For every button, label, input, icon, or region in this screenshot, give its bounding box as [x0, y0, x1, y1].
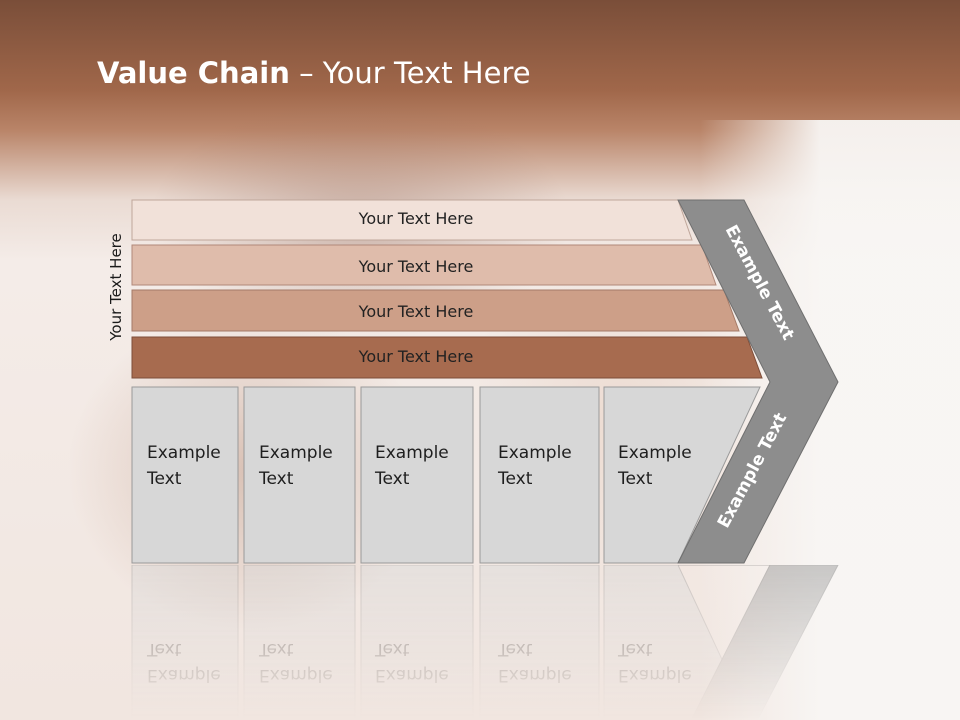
reflection-box-4-line2: Text	[497, 639, 533, 659]
box-3-line1: Example	[375, 443, 449, 463]
reflection-box-5-line1: Example	[618, 665, 692, 685]
page-title: Value Chain – Your Text Here	[97, 53, 531, 93]
reflection-box-2	[243, 564, 356, 720]
reflection-box-3	[360, 564, 474, 720]
box-2-line1: Example	[259, 443, 333, 463]
box-5: Example Text	[603, 386, 761, 564]
reflection-box-4-line1: Example	[498, 665, 572, 685]
box-1-line1: Example	[147, 443, 221, 463]
reflection-box-3-line2: Text	[374, 639, 410, 659]
box-4-shape	[479, 386, 600, 564]
box-3-line2: Text	[374, 469, 410, 489]
title-bold: Value Chain	[97, 56, 290, 90]
reflection: Example Text Example Text Example Text E…	[131, 564, 839, 720]
box-5-line1: Example	[618, 443, 692, 463]
reflection-box-2-line1: Example	[259, 665, 333, 685]
band-4-label: Your Text Here	[358, 347, 474, 366]
box-4: Example Text	[479, 386, 600, 564]
band-3-shape	[131, 289, 740, 332]
band-2: Your Text Here	[131, 244, 717, 286]
reflection-box-4	[479, 564, 600, 720]
reflection-box-2-line2: Text	[258, 639, 294, 659]
box-2: Example Text	[243, 386, 356, 564]
band-1: Your Text Here	[131, 199, 693, 241]
band-4: Your Text Here	[131, 336, 763, 379]
reflection-box-1-line1: Example	[147, 665, 221, 685]
box-1: Example Text	[131, 386, 239, 564]
reflection-box-1-line2: Text	[146, 639, 182, 659]
box-2-line2: Text	[258, 469, 294, 489]
band-1-label: Your Text Here	[358, 209, 474, 228]
band-2-shape	[131, 244, 717, 286]
band-2-label: Your Text Here	[358, 257, 474, 276]
band-3: Your Text Here	[131, 289, 740, 332]
reflection-box-3-line1: Example	[375, 665, 449, 685]
box-3-shape	[360, 386, 474, 564]
band-4-shape	[131, 336, 763, 379]
box-1-shape	[131, 386, 239, 564]
reflection-box-5-line2: Text	[617, 639, 653, 659]
box-4-line2: Text	[497, 469, 533, 489]
band-1-shape	[131, 199, 693, 241]
box-4-line1: Example	[498, 443, 572, 463]
reflection-chevron	[678, 564, 839, 720]
box-3: Example Text	[360, 386, 474, 564]
band-3-label: Your Text Here	[358, 302, 474, 321]
box-5-line2: Text	[617, 469, 653, 489]
reflection-box-1	[131, 564, 239, 720]
title-rest: – Your Text Here	[289, 56, 531, 90]
box-2-shape	[243, 386, 356, 564]
chevron-shape	[677, 199, 839, 564]
box-1-line2: Text	[146, 469, 182, 489]
